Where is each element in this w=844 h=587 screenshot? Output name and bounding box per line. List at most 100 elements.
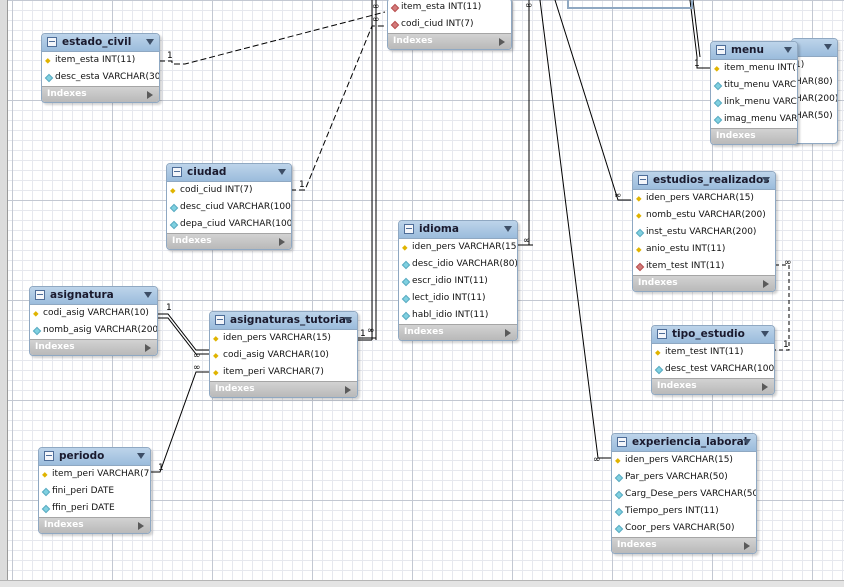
table-experiencia-laboral-indexes[interactable]: Indexes xyxy=(612,537,756,553)
column-row[interactable]: link_menu VARC xyxy=(711,94,797,111)
column-row[interactable]: ⬥codi_asig VARCHAR(10) xyxy=(30,305,157,322)
table-menu-indexes[interactable]: Indexes xyxy=(711,128,797,144)
menu-overflow-text-4: HAR(50) xyxy=(795,111,833,121)
column-text: link_menu VARC xyxy=(724,97,797,107)
table-asignatura-header: asignatura xyxy=(30,287,157,305)
table-estudios-realizados-indexes[interactable]: Indexes xyxy=(633,275,775,291)
column-row[interactable]: ⬥iden_pers VARCHAR(15) xyxy=(612,452,756,469)
column-text: iden_pers VARCHAR(15) xyxy=(625,455,733,465)
column-text: iden_pers VARCHAR(15) xyxy=(646,193,754,203)
column-row[interactable]: titu_menu VARC xyxy=(711,77,797,94)
label-tutorias-bus-inf: ∞ xyxy=(367,326,375,336)
column-row[interactable]: ⬥iden_pers VARCHAR(15) xyxy=(210,330,357,347)
column-text: nomb_asig VARCHAR(200) xyxy=(43,325,158,335)
expand-arrow-icon xyxy=(499,38,505,46)
expand-arrow-icon xyxy=(145,344,151,352)
primary-key-icon: ⬥ xyxy=(636,211,642,220)
column-row[interactable]: Tiempo_pers INT(11) xyxy=(612,503,756,520)
column-row[interactable]: desc_esta VARCHAR(30) xyxy=(42,69,159,86)
column-text: item_esta INT(11) xyxy=(401,2,482,12)
column-row[interactable]: ffin_peri DATE xyxy=(39,500,150,517)
column-row[interactable]: ⬥iden_pers VARCHAR(15) xyxy=(399,239,517,256)
table-asignaturas-tutorias-indexes[interactable]: Indexes xyxy=(210,381,357,397)
column-row[interactable]: ⬥item_menu INT(1 xyxy=(711,60,797,77)
column-row[interactable]: Par_pers VARCHAR(50) xyxy=(612,469,756,486)
column-text: item_peri VARCHAR(7) xyxy=(52,469,151,479)
table-idioma[interactable]: idioma ⬥iden_pers VARCHAR(15)desc_idio V… xyxy=(398,220,518,341)
label-estado-civil-1: 1 xyxy=(167,51,173,61)
rel-top-right-table xyxy=(567,0,693,9)
table-idioma-indexes[interactable]: Indexes xyxy=(399,324,517,340)
table-estado-civil[interactable]: estado_civil ⬥item_esta INT(11)desc_esta… xyxy=(41,33,160,103)
rel-periodo xyxy=(149,371,209,473)
table-ciudad-indexes[interactable]: Indexes xyxy=(167,233,291,249)
table-ciudad[interactable]: ciudad ⬥codi_ciud INT(7)desc_ciud VARCHA… xyxy=(166,163,292,250)
label-menu-1: 1 xyxy=(694,59,700,69)
column-row[interactable]: depa_ciud VARCHAR(100) xyxy=(167,216,291,233)
table-menu-overflow-header xyxy=(792,39,837,57)
table-tipo-estudio[interactable]: tipo_estudio ⬥item_test INT(11)desc_test… xyxy=(651,325,775,395)
label-ciudad-1: 1 xyxy=(299,180,305,190)
table-periodo[interactable]: periodo ⬥item_peri VARCHAR(7)fini_peri D… xyxy=(38,447,151,534)
column-row[interactable]: nomb_asig VARCHAR(200) xyxy=(30,322,157,339)
column-row[interactable]: item_test INT(11) xyxy=(633,258,775,275)
column-row[interactable]: ⬥item_peri VARCHAR(7) xyxy=(39,466,150,483)
rel-menu xyxy=(689,0,710,69)
column-row[interactable]: ⬥item_esta INT(11) xyxy=(42,52,159,69)
column-row[interactable]: lect_idio INT(11) xyxy=(399,290,517,307)
table-top-partial[interactable]: item_esta INT(11) codi_ciud INT(7) Indexe… xyxy=(387,0,512,50)
label-idioma-top-inf: ∞ xyxy=(525,1,533,11)
label-idioma-inf: ∞ xyxy=(523,236,531,246)
table-estado-civil-indexes[interactable]: Indexes xyxy=(42,86,159,102)
column-row[interactable]: ⬥item_test INT(11) xyxy=(652,344,774,361)
menu-overflow-texts: 1) HAR(80) HAR(200) HAR(50) xyxy=(792,57,837,125)
table-tipo-estudio-indexes[interactable]: Indexes xyxy=(652,378,774,394)
column-icon xyxy=(41,504,51,514)
column-row[interactable]: desc_idio VARCHAR(80) xyxy=(399,256,517,273)
column-row[interactable]: item_esta INT(11) xyxy=(388,0,511,16)
column-row[interactable]: desc_test VARCHAR(100) xyxy=(652,361,774,378)
column-row[interactable]: ⬥anio_estu INT(11) xyxy=(633,241,775,258)
column-row[interactable]: ⬥codi_asig VARCHAR(10) xyxy=(210,347,357,364)
column-row[interactable]: fini_peri DATE xyxy=(39,483,150,500)
column-row[interactable]: habl_idio INT(11) xyxy=(399,307,517,324)
primary-key-icon: ⬥ xyxy=(636,245,642,254)
table-periodo-indexes[interactable]: Indexes xyxy=(39,517,150,533)
column-row[interactable]: ⬥ codi_ciud INT(7) xyxy=(167,182,291,199)
label-periodo-1: 1 xyxy=(158,463,164,473)
table-asignatura[interactable]: asignatura ⬥codi_asig VARCHAR(10) nomb_as… xyxy=(29,286,158,356)
table-asignatura-indexes[interactable]: Indexes xyxy=(30,339,157,355)
column-icon xyxy=(635,228,645,238)
table-estudios-realizados[interactable]: estudios_realizados ⬥iden_pers VARCHAR(1… xyxy=(632,171,776,292)
column-icon xyxy=(614,507,624,517)
column-row[interactable]: ⬥item_peri VARCHAR(7) xyxy=(210,364,357,381)
column-row[interactable]: escr_idio INT(11) xyxy=(399,273,517,290)
table-asignaturas-tutorias[interactable]: asignaturas_tutorias ⬥iden_pers VARCHAR(… xyxy=(209,311,358,398)
column-text: codi_ciud INT(7) xyxy=(180,185,253,195)
primary-key-icon: ⬥ xyxy=(170,186,176,195)
table-experiencia-laboral[interactable]: experiencia_laboral ⬥iden_pers VARCHAR(1… xyxy=(611,433,757,554)
rel-ciudad xyxy=(290,25,385,191)
expand-arrow-icon xyxy=(345,386,351,394)
column-row[interactable]: ⬥iden_pers VARCHAR(15) xyxy=(633,190,775,207)
column-row[interactable]: codi_ciud INT(7) xyxy=(388,16,511,33)
column-row[interactable]: inst_estu VARCHAR(200) xyxy=(633,224,775,241)
column-row[interactable]: ⬥nomb_estu VARCHAR(200) xyxy=(633,207,775,224)
table-icon xyxy=(215,315,225,325)
column-row[interactable]: Coor_pers VARCHAR(50) xyxy=(612,520,756,537)
table-menu-overflow: 1) HAR(80) HAR(200) HAR(50) xyxy=(791,38,838,144)
column-text: codi_asig VARCHAR(10) xyxy=(43,308,149,318)
primary-key-icon: ⬥ xyxy=(213,351,219,360)
column-row[interactable]: imag_menu VARC xyxy=(711,111,797,128)
column-text: desc_ciud VARCHAR(100) xyxy=(180,202,292,212)
menu-overflow-text-2: HAR(80) xyxy=(795,77,833,87)
primary-key-icon: ⬥ xyxy=(213,368,219,377)
table-top-partial-indexes[interactable]: Indexes xyxy=(388,33,511,49)
column-icon xyxy=(41,487,51,497)
column-row[interactable]: desc_ciud VARCHAR(100) xyxy=(167,199,291,216)
expand-arrow-icon xyxy=(762,383,768,391)
chevron-down-icon xyxy=(344,317,352,323)
column-row[interactable]: Carg_Dese_pers VARCHAR(50) xyxy=(612,486,756,503)
